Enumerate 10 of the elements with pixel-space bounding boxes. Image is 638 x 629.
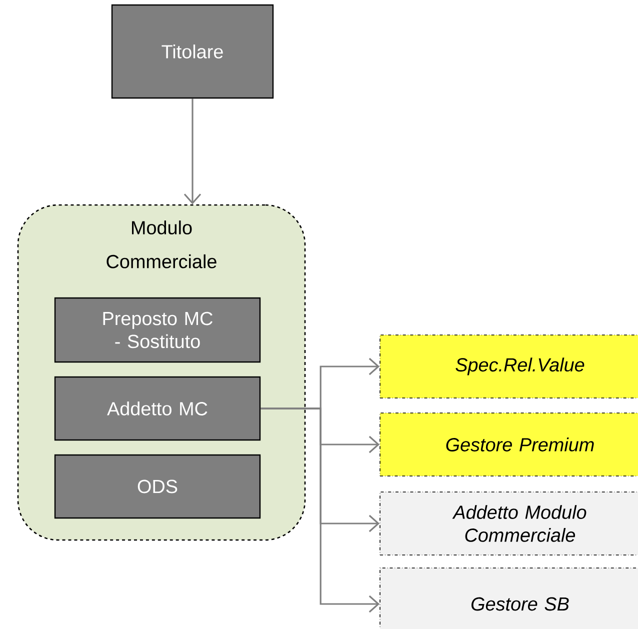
- arrow: [184, 98, 202, 204]
- role-box: Gestore SB: [380, 568, 638, 629]
- arrow: [260, 408, 380, 613]
- role-box: Titolare: [111, 4, 274, 99]
- role-box: Preposto MC - Sostituto: [54, 297, 261, 363]
- role-box: Gestore Premium: [380, 412, 638, 476]
- role-box: Addetto Modulo Commerciale: [380, 492, 638, 556]
- role-box: Spec.Rel.Value: [380, 334, 638, 398]
- role-box: Addetto MC: [54, 376, 261, 441]
- role-box: ODS: [54, 454, 261, 519]
